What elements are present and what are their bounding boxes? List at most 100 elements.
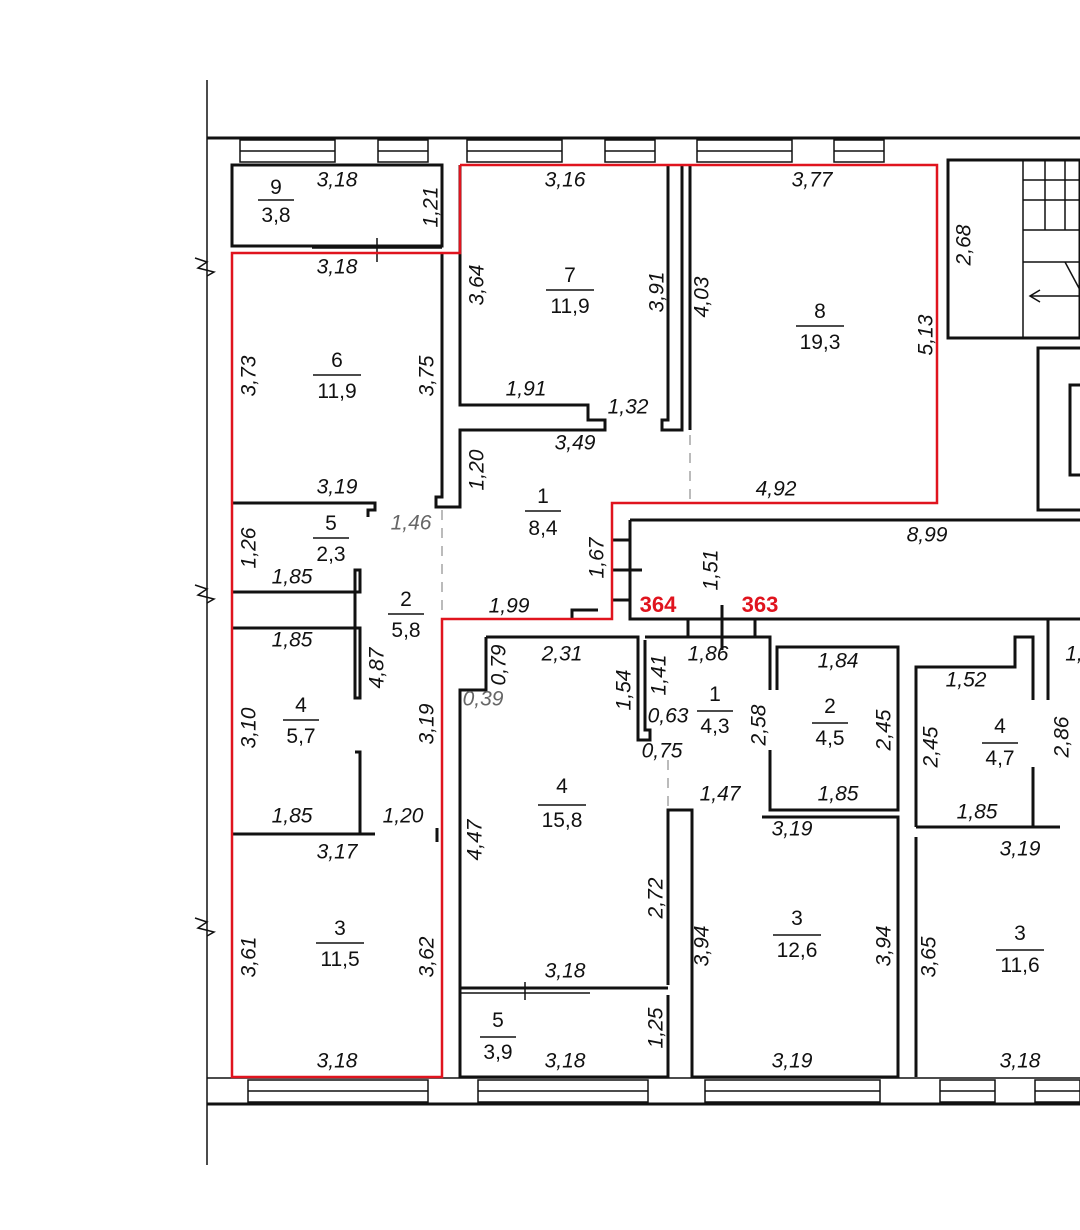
svg-text:11,5: 11,5 [320,948,359,971]
svg-text:1: 1 [709,683,721,706]
dim-label: 2,58 [748,704,771,746]
dim-label: 3,18 [545,960,586,983]
dim-label: 3,18 [1000,1050,1041,1073]
dim-label: 3,94 [691,926,714,967]
svg-text:3,9: 3,9 [483,1041,512,1064]
dim-label: 1,85 [957,801,998,824]
dim-label: 1,85 [272,805,313,828]
svg-text:4: 4 [994,715,1006,738]
dim-label: 1,84 [818,650,859,673]
dim-label: 1,86 [688,643,729,666]
elevator-shaft [1036,346,1080,512]
stair-arrow-icon [1028,289,1041,303]
staircase [946,158,1080,340]
room-6: 611,9 [313,349,361,403]
dim-label: 4,03 [691,276,714,317]
svg-text:4,5: 4,5 [815,727,844,750]
dim-label: 4,87 [366,646,389,688]
dim-label: 1,46 [391,512,432,535]
dim-label: 2,31 [541,643,583,666]
dim-label: 2,45 [920,726,943,768]
room-3: 311,5 [316,917,364,971]
svg-text:4,3: 4,3 [700,715,729,738]
dim-label: 5,13 [915,314,938,355]
dim-label: 4,47 [464,818,487,860]
svg-text:5: 5 [325,512,337,535]
dim-label: 3,77 [792,169,834,192]
dim-label: 3,19 [772,818,813,841]
dim-label: 3,18 [545,1050,586,1073]
svg-text:2: 2 [824,695,836,718]
room-1-hall: 18,4 [525,485,561,540]
svg-text:5,7: 5,7 [286,725,315,748]
dim-label: 3,10 [238,707,261,748]
room-363-4: 415,8 [538,775,586,832]
svg-text:3: 3 [1014,922,1026,945]
dim-label: 2,72 [645,877,668,919]
dim-label: 2,68 [953,224,976,266]
svg-text:1: 1 [537,485,549,508]
dim-label: 1,20 [466,449,489,490]
dim-label: 3,64 [466,265,489,306]
interior-walls [230,163,1080,1079]
dim-label: 1,85 [272,566,313,589]
svg-text:2: 2 [400,588,412,611]
apartment-364-label[interactable]: 364 [640,592,677,617]
dim-label: 3,19 [1000,838,1041,861]
svg-text:7: 7 [564,264,576,287]
room-7: 711,9 [546,264,594,318]
room-363-2: 24,5 [812,695,848,750]
dim-label: 1,51 [700,550,723,591]
room-4: 45,7 [283,694,319,748]
apartment-364-outline[interactable] [230,163,939,1079]
axis-line [194,80,216,1165]
dim-label: 0,79 [488,644,511,685]
dim-label: 0,63 [648,705,689,728]
door-openings [441,435,691,810]
svg-text:8: 8 [814,300,826,323]
svg-text:19,3: 19,3 [800,331,841,354]
dim-label: 3,61 [238,937,261,978]
svg-text:9: 9 [270,176,282,199]
dim-label: 3,65 [918,936,941,977]
dim-label: 3,73 [238,355,261,396]
svg-text:15,8: 15,8 [542,809,583,832]
dim-label: 1,47 [700,783,742,806]
dim-label: 1,32 [608,396,649,419]
dim-label: 1,91 [506,378,547,401]
svg-text:12,6: 12,6 [777,939,818,962]
dim-label: 0,75 [642,740,683,763]
dim-label: 1,99 [489,595,530,618]
dim-label: 3,18 [317,256,358,279]
svg-text:4: 4 [295,694,307,717]
svg-text:6: 6 [331,349,343,372]
dim-label: 1,54 [613,670,636,711]
dim-label: 2,45 [873,709,896,751]
dim-label: 3,94 [873,926,896,967]
dim-label: 1,25 [645,1007,668,1048]
room-363-3: 312,6 [773,907,821,962]
dim-label: 1,85 [272,629,313,652]
dim-label: 3,19 [416,703,439,744]
dim-label: 4,92 [756,478,797,501]
svg-text:5: 5 [492,1009,504,1032]
dim-label: 1,20 [383,805,424,828]
dim-label: 1, [1065,643,1080,666]
svg-text:3: 3 [791,907,803,930]
dim-label: 1,85 [818,783,859,806]
dim-label: 3,75 [416,355,439,396]
dim-label: 1,26 [238,527,261,568]
svg-text:5,8: 5,8 [391,619,420,642]
dimension-labels: 3,18 1,21 3,18 3,16 3,77 2,68 3,64 3,91 … [238,169,1080,1073]
dim-label: 2,86 [1051,716,1074,758]
dim-label: 0,39 [463,688,504,711]
room-labels: 93,8 711,9 819,3 611,9 18,4 52,3 25,8 45… [258,176,1044,1064]
dim-label: 3,19 [317,476,358,499]
apartment-363-label[interactable]: 363 [742,592,779,617]
dim-label: 1,52 [946,669,987,692]
dim-label: 3,16 [545,169,586,192]
svg-text:8,4: 8,4 [528,517,558,540]
dim-label: 3,17 [317,841,359,864]
svg-text:3: 3 [334,917,346,940]
